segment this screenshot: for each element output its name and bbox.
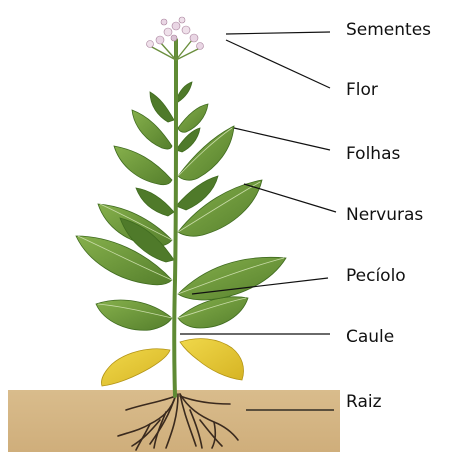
leader-line-folhas	[234, 128, 330, 150]
leader-line-flor	[226, 40, 330, 88]
label-flor: Flor	[346, 80, 378, 100]
stem	[174, 40, 176, 396]
label-peciolo: Pecíolo	[346, 266, 406, 286]
label-sementes: Sementes	[346, 20, 431, 40]
leader-line-sementes	[226, 32, 330, 34]
label-folhas: Folhas	[346, 144, 400, 164]
label-nervuras: Nervuras	[346, 205, 423, 225]
label-caule: Caule	[346, 327, 394, 347]
leader-line-nervuras	[244, 184, 336, 212]
label-raiz: Raiz	[346, 392, 382, 412]
